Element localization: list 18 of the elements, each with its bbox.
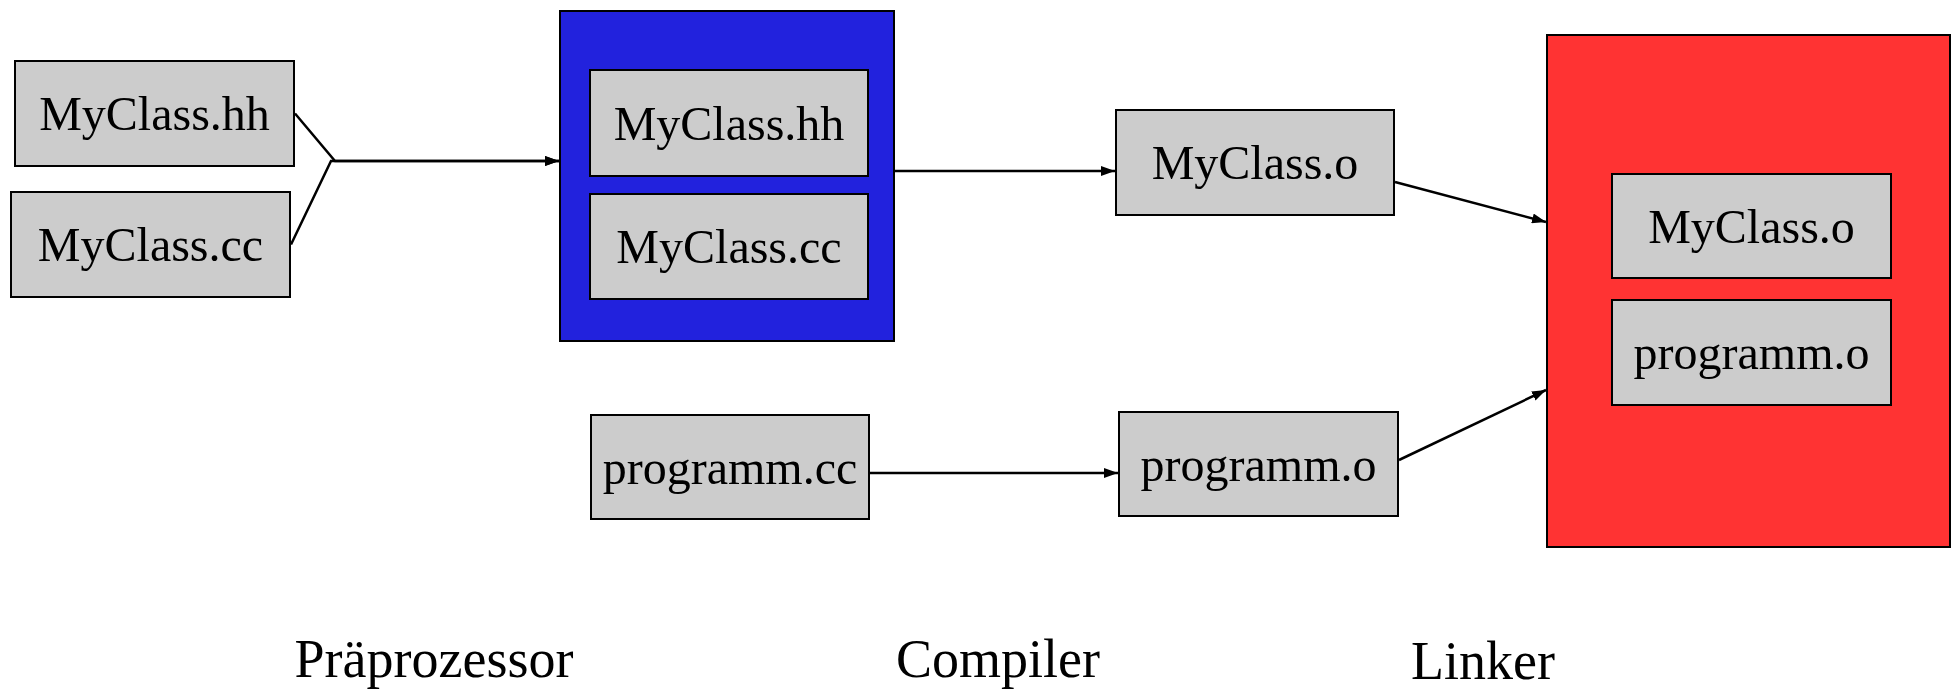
group-box	[1546, 34, 1951, 548]
stage-label: Compiler	[896, 628, 1100, 690]
file-box: programm.cc	[590, 414, 870, 520]
file-box: programm.o	[1118, 411, 1399, 517]
file-box: MyClass.cc	[589, 193, 869, 300]
file-box: MyClass.hh	[589, 69, 869, 177]
file-box: MyClass.hh	[14, 60, 295, 167]
file-box: MyClass.cc	[10, 191, 291, 298]
file-box: programm.o	[1611, 299, 1892, 406]
stage-label: Präprozessor	[294, 628, 574, 690]
arrow	[1398, 388, 1547, 462]
arrow	[1394, 180, 1547, 225]
arrow	[870, 468, 1118, 478]
arrow	[895, 166, 1115, 176]
stage-label: Linker	[1411, 630, 1555, 692]
group-box	[559, 10, 895, 342]
file-box: MyClass.o	[1611, 173, 1892, 279]
file-box: MyClass.o	[1115, 109, 1395, 216]
